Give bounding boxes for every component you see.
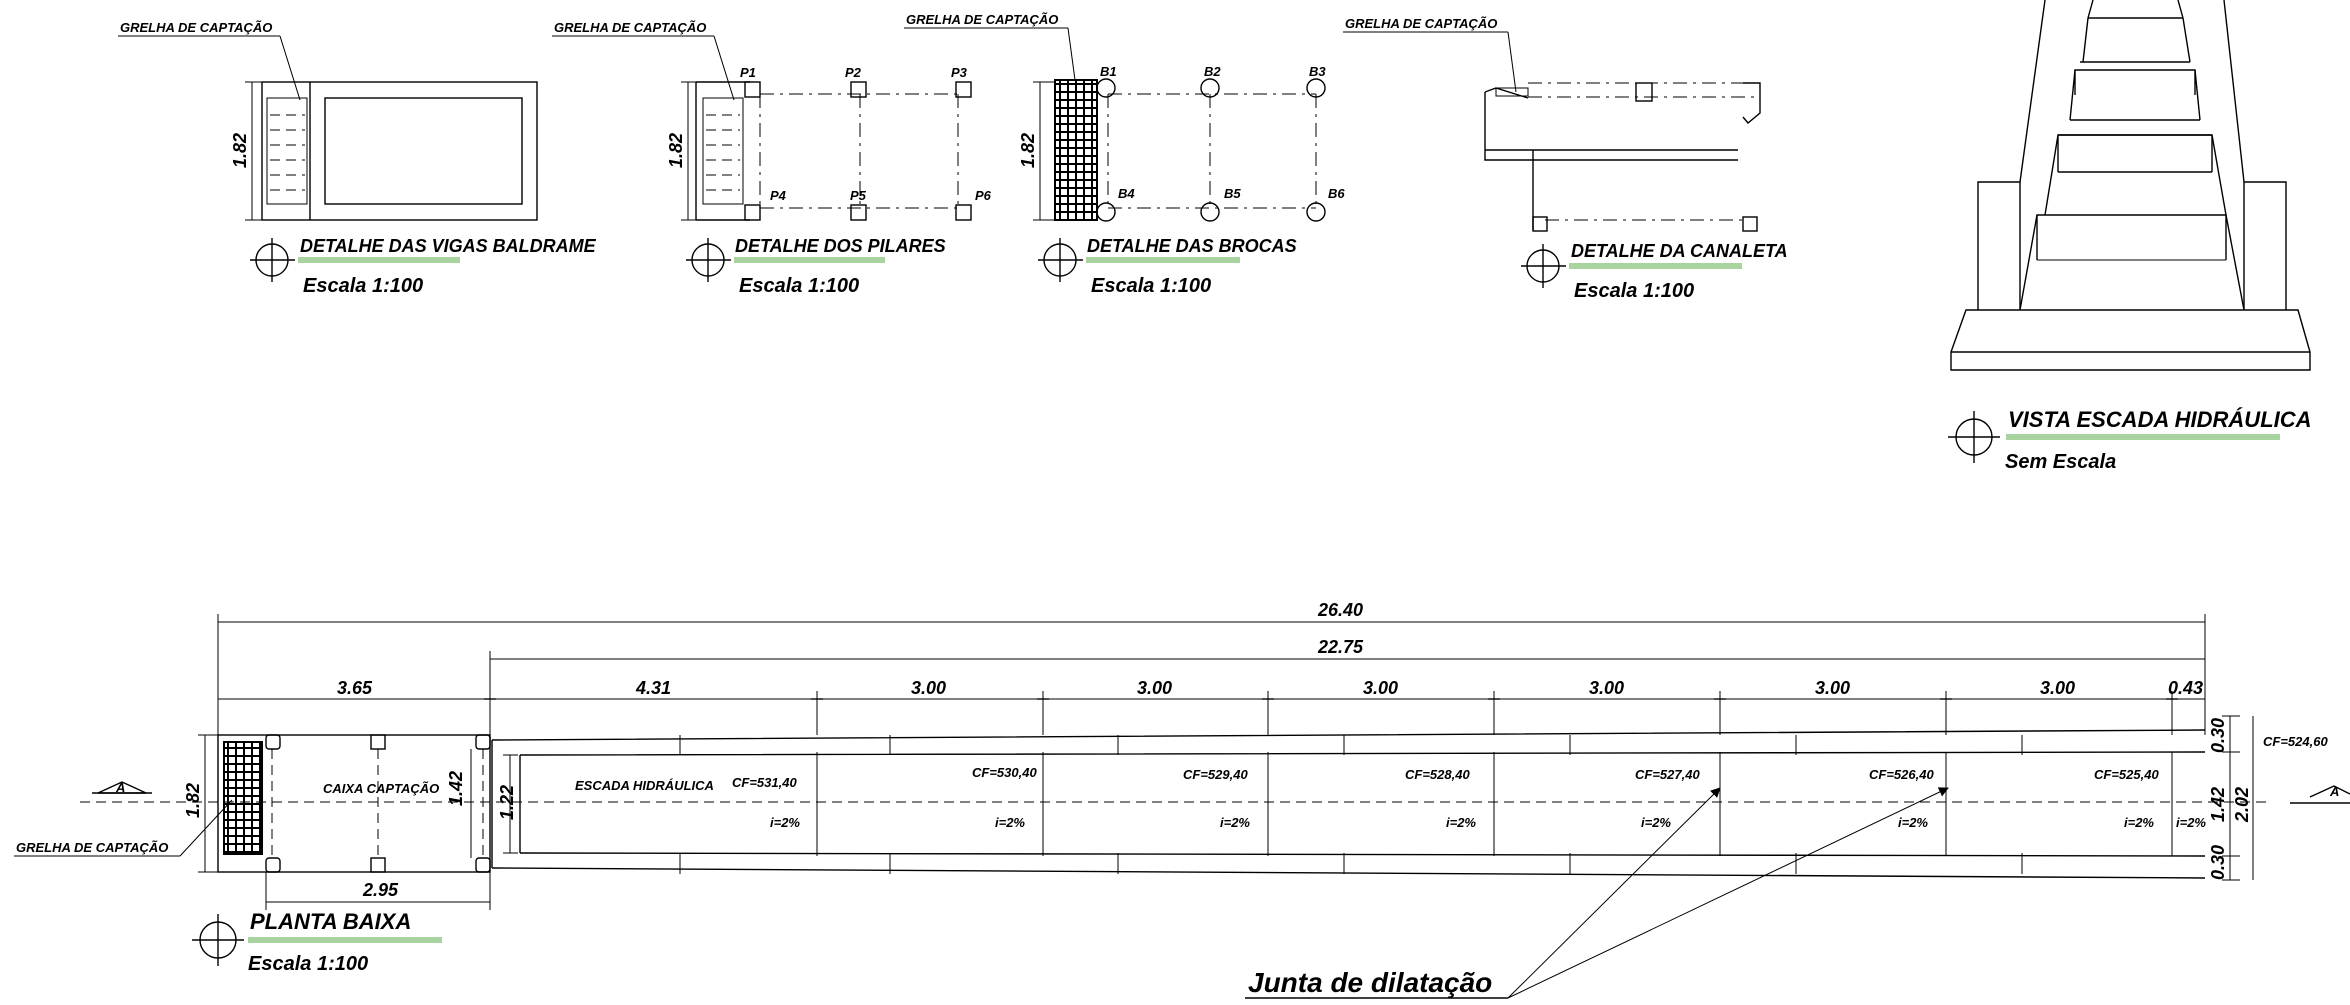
cf-value: CF=528,40 [1405,767,1470,782]
dim-stair-inner: 1.22 [497,785,517,820]
pillar-label: P2 [845,65,862,80]
vista-scale: Sem Escala [2005,451,2116,473]
detail-pilares: GRELHA DE CAPTAÇÃO P1 P2 P3 P4 P5 P6 1.8… [552,20,992,297]
dim-segment: 3.00 [1815,678,1850,698]
section-marker-left: A [92,780,152,795]
cf-value: CF=531,40 [732,775,797,790]
grate-label: GRELHA DE CAPTAÇÃO [16,840,168,855]
grate-label: GRELHA DE CAPTAÇÃO [1345,16,1497,31]
detail-scale: Escala 1:100 [739,275,859,297]
broca-label: B5 [1224,186,1241,201]
slope-value: i=2% [995,815,1025,830]
detail-scale: Escala 1:100 [303,275,423,297]
pillar-label: P5 [850,188,867,203]
dim-right: 0.30 [2208,718,2228,753]
detail-title: DETALHE DA CANALETA [1571,241,1788,261]
svg-text:A: A [2329,784,2339,799]
dim-stair-total: 22.75 [1317,637,1364,657]
cf-value: CF=527,40 [1635,767,1700,782]
slope-value: i=2% [2124,815,2154,830]
slope-value: i=2% [770,815,800,830]
broca-label: B2 [1204,64,1221,79]
cf-value: CF=524,60 [2263,734,2328,749]
detail-title: DETALHE DAS BROCAS [1087,236,1297,256]
cf-value: CF=526,40 [1869,767,1934,782]
slope-value: i=2% [1641,815,1671,830]
dim-right: 1.42 [2208,787,2228,822]
escada-label: ESCADA HIDRÁULICA [575,778,714,793]
broca-label: B1 [1100,64,1117,79]
dim-right: 0.30 [2208,845,2228,880]
grate-label: GRELHA DE CAPTAÇÃO [554,20,706,35]
detail-scale: Escala 1:100 [1574,280,1694,302]
dim-segment: 4.31 [635,678,671,698]
broca-label: B4 [1118,186,1135,201]
dim-pilares: 1.82 [666,133,686,168]
dim-right-total: 2.02 [2232,787,2252,823]
dim-left: 1.82 [183,783,203,818]
dim-caixa-width: 1.42 [446,771,466,806]
planta-scale: Escala 1:100 [248,953,368,975]
dim-segment: 3.00 [1363,678,1398,698]
detail-canaleta: GRELHA DE CAPTAÇÃO DETALHE DA CANALETA E… [1343,16,1788,302]
detail-scale: Escala 1:100 [1091,275,1211,297]
dim-segment: 0.43 [2168,678,2203,698]
detail-brocas: GRELHA DE CAPTAÇÃO B1 B2 B3 B4 B5 B6 1.8… [904,12,1345,297]
dim-brocas: 1.82 [1018,133,1038,168]
dim-bottom: 2.95 [362,880,399,900]
cf-value: CF=530,40 [972,765,1037,780]
grate-label: GRELHA DE CAPTAÇÃO [120,20,272,35]
broca-label: B3 [1309,64,1326,79]
pillar-label: P1 [740,65,756,80]
svg-text:A: A [115,780,125,795]
pillar-label: P4 [770,188,787,203]
slope-value: i=2% [1898,815,1928,830]
section-marker-right: A [2290,784,2350,804]
cf-value: CF=529,40 [1183,767,1248,782]
detail-title: DETALHE DOS PILARES [735,236,946,256]
cf-value: CF=525,40 [2094,767,2159,782]
dim-segment: 3.00 [2040,678,2075,698]
slope-value: i=2% [1220,815,1250,830]
dim-vigas: 1.82 [230,133,250,168]
slope-value: i=2% [1446,815,1476,830]
vista-escada-hidraulica: VISTA ESCADA HIDRÁULICA Sem Escala [1948,0,2312,473]
detail-vigas-baldrame: GRELHA DE CAPTAÇÃO 1.82 DETALHE DAS VIGA… [118,20,597,297]
pillar-label: P6 [975,188,992,203]
grate-label: GRELHA DE CAPTAÇÃO [906,12,1058,27]
detail-title: DETALHE DAS VIGAS BALDRAME [300,236,597,256]
broca-label: B6 [1328,186,1345,201]
slope-value: i=2% [2176,815,2206,830]
dim-segment: 3.00 [1137,678,1172,698]
dim-segment: 3.00 [1589,678,1624,698]
dim-segment: 3.00 [911,678,946,698]
pillar-label: P3 [951,65,968,80]
dim-segment: 3.65 [337,678,373,698]
planta-baixa: 26.40 22.75 3.65 4.31 3.00 3.00 3.00 3.0… [14,600,2350,999]
junta-label: Junta de dilatação [1248,967,1492,998]
dim-total: 26.40 [1317,600,1363,620]
planta-title: PLANTA BAIXA [250,909,411,934]
caixa-label: CAIXA CAPTAÇÃO [323,781,439,796]
vista-title: VISTA ESCADA HIDRÁULICA [2008,407,2312,432]
